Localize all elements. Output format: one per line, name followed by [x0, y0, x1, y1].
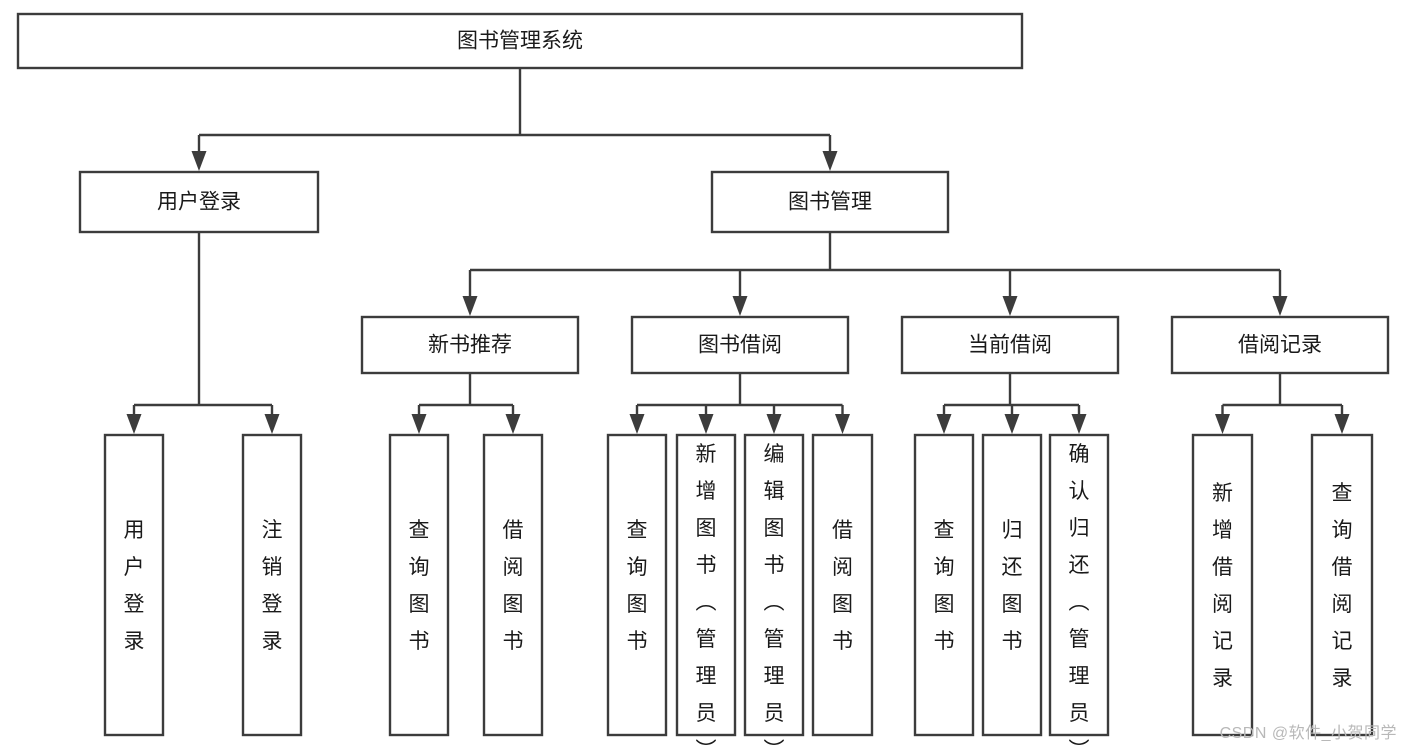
node-box-leaf-borrow-query[interactable]	[606, 433, 668, 737]
node-current-borrow[interactable]: 当前借阅	[900, 315, 1120, 375]
connector-group-book-manage	[462, 232, 1288, 316]
node-box-leaf-current-return[interactable]	[981, 433, 1043, 737]
node-box-leaf-rec-query[interactable]	[388, 433, 450, 737]
node-leaf-user-logout[interactable]: 注销登录	[241, 433, 303, 737]
node-leaf-rec-query[interactable]: 查询图书	[388, 433, 450, 737]
node-leaf-borrow-lend[interactable]: 借阅图书	[811, 433, 874, 737]
arrow-head-icon	[1272, 296, 1288, 316]
connector-group-user-login	[126, 232, 280, 434]
node-leaf-current-return[interactable]: 归还图书	[981, 433, 1043, 737]
node-box-leaf-borrow-add[interactable]	[675, 433, 737, 737]
node-label-leaf-borrow-query: 查询图书	[627, 519, 648, 653]
arrow-head-icon	[1334, 414, 1350, 434]
arrow-head-icon	[1004, 414, 1020, 434]
node-label-leaf-record-add: 新增借阅记录	[1212, 482, 1233, 690]
node-box-leaf-borrow-edit[interactable]	[743, 433, 805, 737]
node-leaf-current-confirm[interactable]: 确认归还︵管理员︶	[1048, 433, 1110, 747]
arrow-head-icon	[766, 414, 782, 434]
arrow-head-icon	[822, 151, 838, 171]
node-box-leaf-user-login[interactable]	[103, 433, 165, 737]
node-label-leaf-borrow-add: 新增图书︵管理员︶	[696, 443, 717, 747]
node-label-leaf-record-query: 查询借阅记录	[1332, 482, 1353, 690]
node-new-book-rec[interactable]: 新书推荐	[360, 315, 580, 375]
node-box-leaf-record-query[interactable]	[1310, 433, 1374, 737]
node-label-current-borrow: 当前借阅	[968, 334, 1052, 357]
node-label-leaf-rec-borrow: 借阅图书	[503, 519, 524, 653]
arrow-head-icon	[1002, 296, 1018, 316]
node-leaf-current-query[interactable]: 查询图书	[913, 433, 975, 737]
node-label-user-login: 用户登录	[157, 191, 241, 214]
connector-group-current-borrow	[936, 373, 1087, 434]
arrow-head-icon	[505, 414, 521, 434]
connector-layer	[126, 68, 1350, 434]
node-leaf-record-query[interactable]: 查询借阅记录	[1310, 433, 1374, 737]
node-leaf-borrow-query[interactable]: 查询图书	[606, 433, 668, 737]
arrow-head-icon	[411, 414, 427, 434]
node-box-current-borrow[interactable]	[900, 315, 1120, 375]
node-label-leaf-borrow-edit: 编辑图书︵管理员︶	[764, 443, 785, 747]
node-layer: 图书管理系统用户登录图书管理新书推荐图书借阅当前借阅借阅记录用户登录注销登录查询…	[16, 12, 1390, 747]
connector-group-borrow-record	[1215, 373, 1350, 434]
node-box-root[interactable]	[16, 12, 1024, 70]
node-box-borrow-record[interactable]	[1170, 315, 1390, 375]
node-label-leaf-current-confirm: 确认归还︵管理员︶	[1069, 443, 1090, 747]
node-label-root: 图书管理系统	[457, 30, 583, 53]
arrow-head-icon	[126, 414, 142, 434]
arrow-head-icon	[835, 414, 850, 434]
arrow-head-icon	[936, 414, 952, 434]
node-label-borrow-record: 借阅记录	[1238, 334, 1322, 357]
connector-group-new-book-rec	[411, 373, 521, 434]
node-label-book-manage: 图书管理	[788, 191, 872, 214]
watermark-text: CSDN @软件_小贺同学	[1219, 725, 1397, 742]
node-leaf-borrow-edit[interactable]: 编辑图书︵管理员︶	[743, 433, 805, 747]
arrow-head-icon	[698, 414, 714, 434]
node-box-leaf-current-confirm[interactable]	[1048, 433, 1110, 737]
node-label-leaf-current-return: 归还图书	[1002, 519, 1023, 653]
node-leaf-record-add[interactable]: 新增借阅记录	[1191, 433, 1254, 737]
node-leaf-user-login[interactable]: 用户登录	[103, 433, 165, 737]
node-leaf-rec-borrow[interactable]: 借阅图书	[482, 433, 544, 737]
node-book-borrow[interactable]: 图书借阅	[630, 315, 850, 375]
arrow-head-icon	[1071, 414, 1087, 434]
node-box-book-borrow[interactable]	[630, 315, 850, 375]
node-box-book-manage[interactable]	[710, 170, 950, 234]
node-box-leaf-borrow-lend[interactable]	[811, 433, 874, 737]
node-book-manage[interactable]: 图书管理	[710, 170, 950, 234]
connector-group-book-borrow	[629, 373, 850, 434]
connector-group-root	[191, 68, 838, 171]
arrow-head-icon	[629, 414, 645, 434]
arrow-head-icon	[732, 296, 748, 316]
node-label-leaf-user-login: 用户登录	[124, 519, 145, 653]
node-leaf-borrow-add[interactable]: 新增图书︵管理员︶	[675, 433, 737, 747]
arrow-head-icon	[191, 151, 207, 171]
node-label-new-book-rec: 新书推荐	[428, 334, 512, 357]
node-box-new-book-rec[interactable]	[360, 315, 580, 375]
node-box-user-login[interactable]	[78, 170, 320, 234]
node-box-leaf-rec-borrow[interactable]	[482, 433, 544, 737]
node-label-leaf-rec-query: 查询图书	[409, 519, 430, 653]
node-box-leaf-user-logout[interactable]	[241, 433, 303, 737]
node-box-leaf-current-query[interactable]	[913, 433, 975, 737]
node-root[interactable]: 图书管理系统	[16, 12, 1024, 70]
node-label-leaf-user-logout: 注销登录	[262, 519, 283, 653]
node-box-leaf-record-add[interactable]	[1191, 433, 1254, 737]
arrow-head-icon	[462, 296, 478, 316]
node-label-leaf-borrow-lend: 借阅图书	[832, 519, 853, 653]
node-user-login[interactable]: 用户登录	[78, 170, 320, 234]
node-borrow-record[interactable]: 借阅记录	[1170, 315, 1390, 375]
node-label-leaf-current-query: 查询图书	[934, 519, 955, 653]
arrow-head-icon	[264, 414, 280, 434]
node-label-book-borrow: 图书借阅	[698, 334, 782, 357]
arrow-head-icon	[1215, 414, 1230, 434]
